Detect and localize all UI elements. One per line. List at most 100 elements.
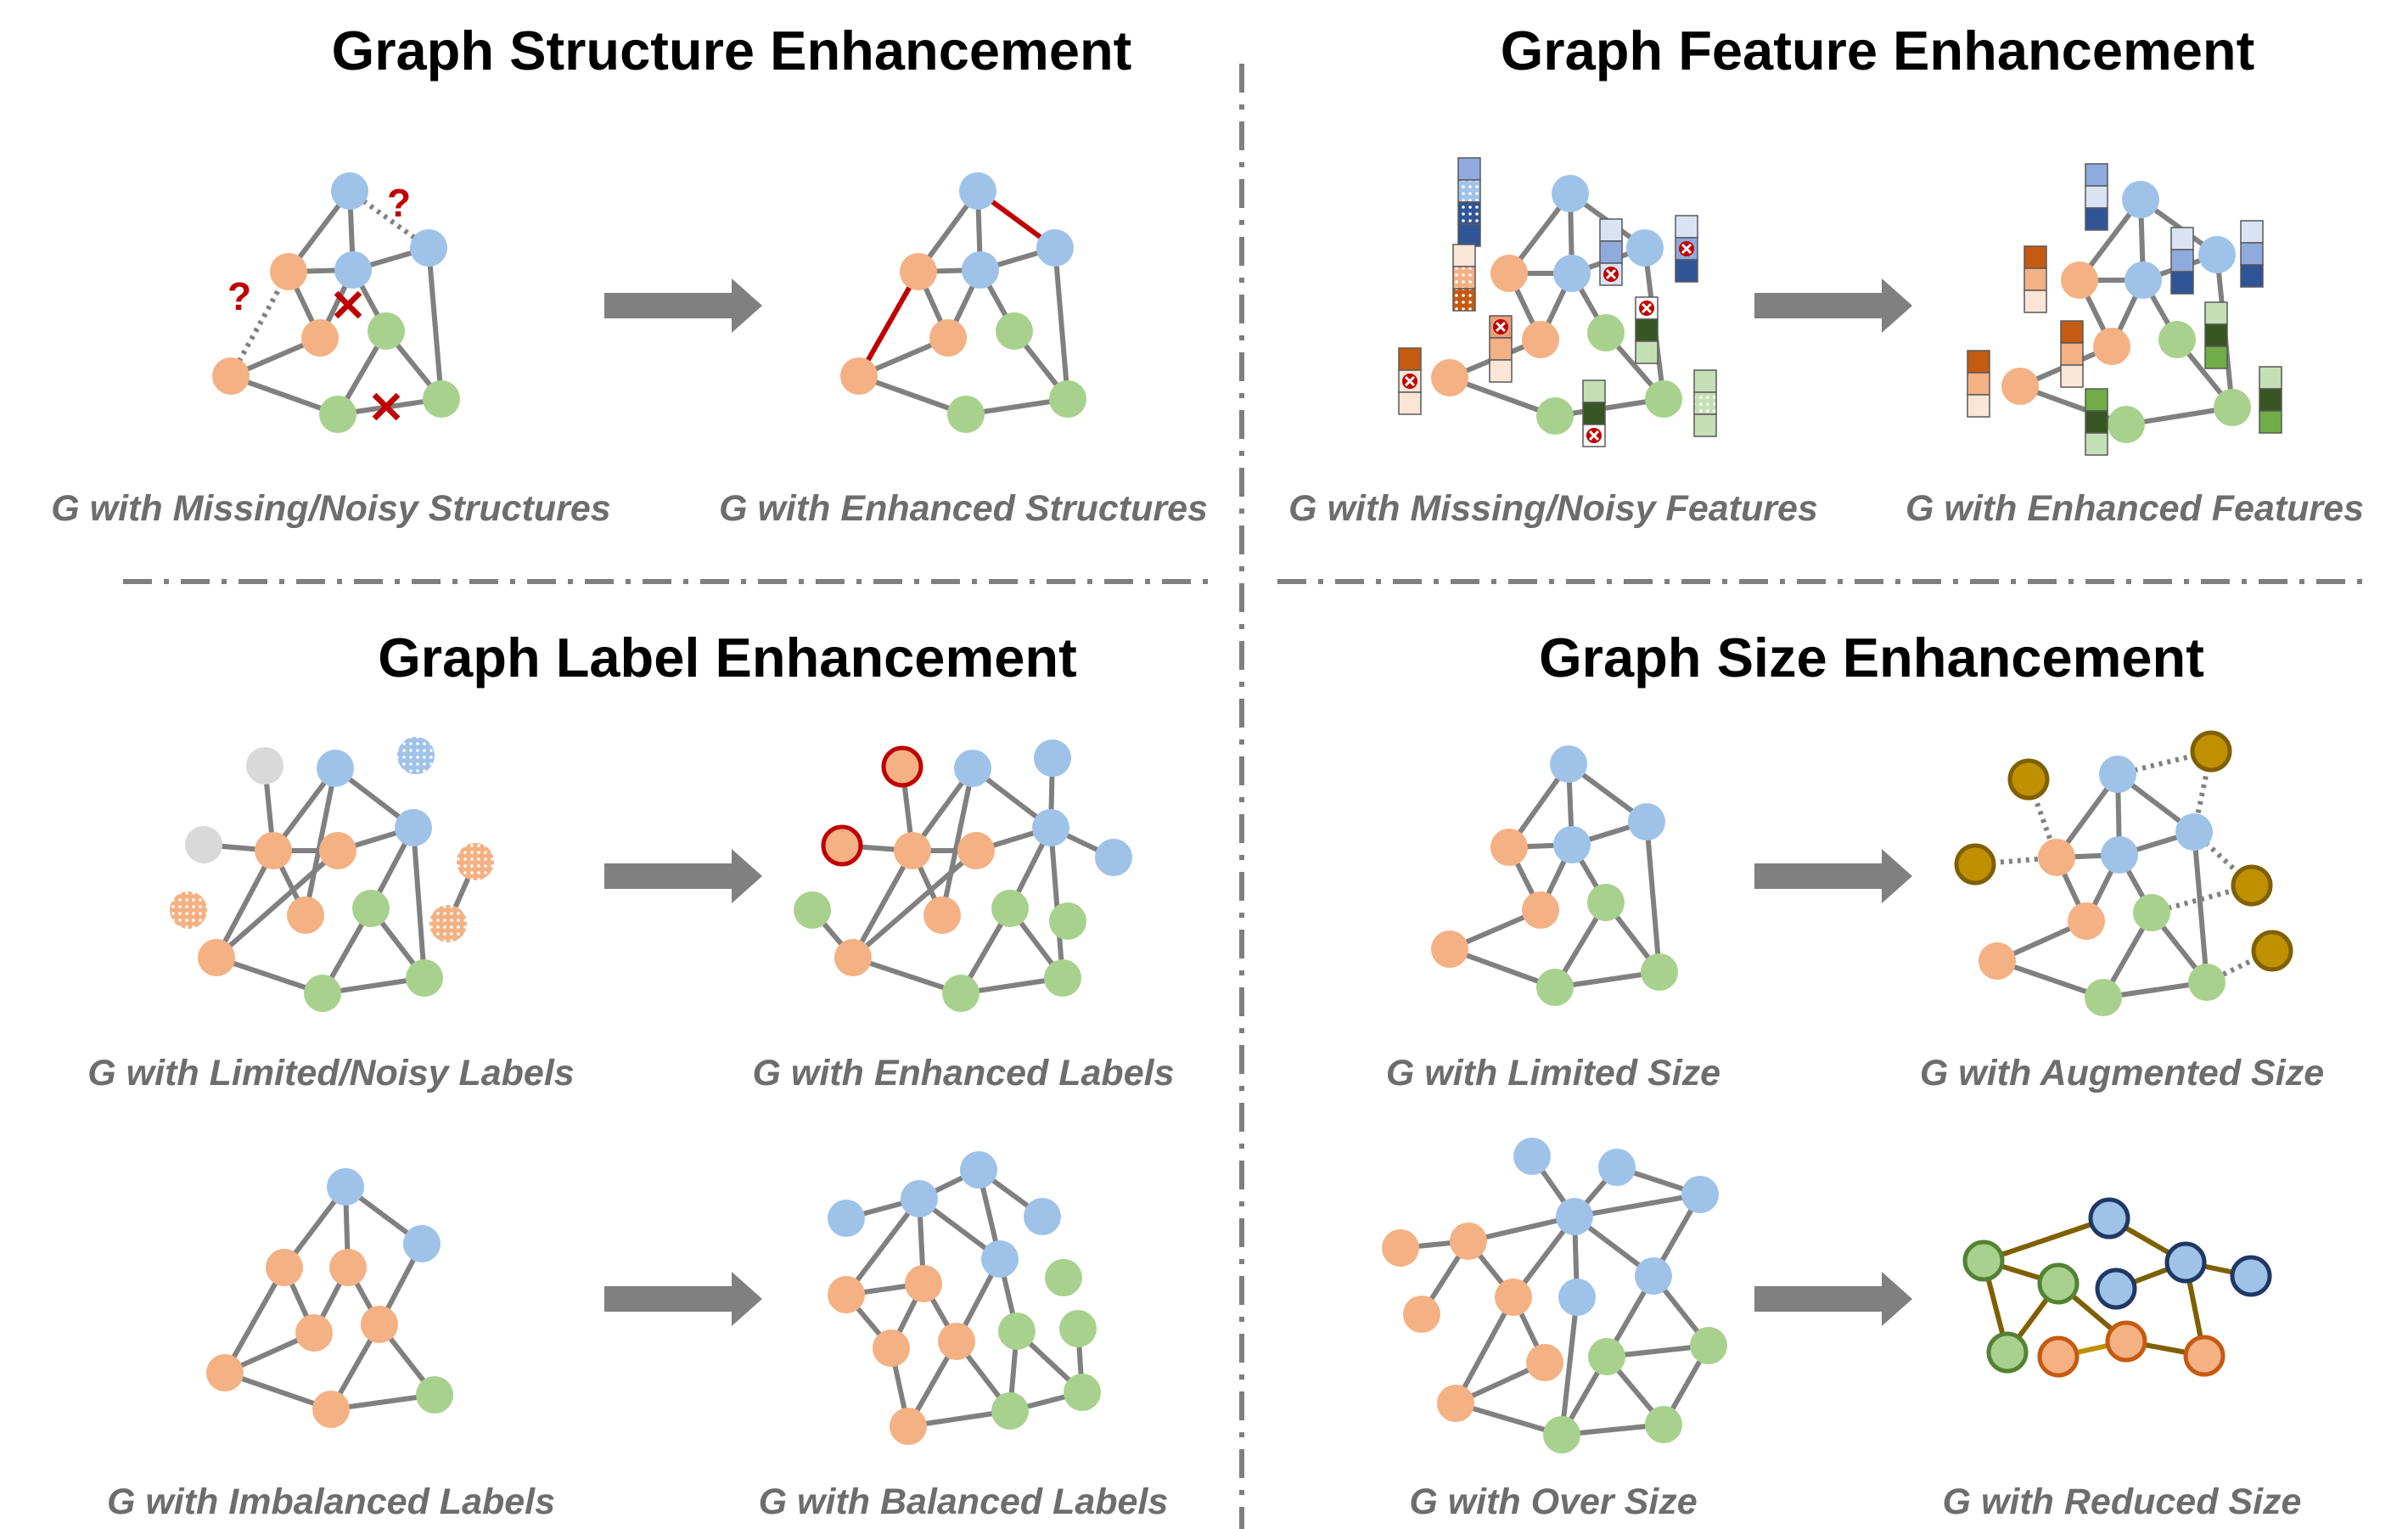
- green-node: [1587, 314, 1625, 351]
- feature-cell: [2060, 364, 2084, 388]
- feature-cell: [2024, 245, 2047, 269]
- noisy-edge-cross-mark: ✕: [368, 384, 405, 433]
- green-node: [2188, 964, 2226, 1001]
- orange-node: [266, 1249, 303, 1286]
- green-node: [942, 975, 979, 1012]
- feature-cell: [2085, 185, 2108, 209]
- green-node: [319, 396, 356, 433]
- orange-node: [1437, 1385, 1474, 1422]
- blue-node: [2099, 756, 2136, 793]
- green-node: [416, 1376, 453, 1414]
- graph-edge: [426, 247, 444, 400]
- supernode-green: [1986, 1331, 2029, 1374]
- feature-vectors: [1398, 157, 2282, 456]
- blue-node: [2175, 813, 2213, 851]
- noisy-blue-node: [397, 737, 435, 774]
- blue-node: [981, 1240, 1019, 1278]
- supernode-blue: [2095, 1268, 2137, 1310]
- blue-node: [2125, 261, 2162, 299]
- orange-node: [1526, 1344, 1563, 1381]
- green-node: [406, 959, 443, 997]
- green-node: [947, 396, 985, 433]
- arrow-icon: [1754, 278, 1912, 333]
- orange-node: [2038, 839, 2075, 876]
- feature-vector: [1693, 369, 1717, 437]
- feature-cell: [2024, 267, 2047, 291]
- missing-edge-question-mark: ?: [387, 181, 411, 225]
- feature-cell: [1675, 215, 1698, 239]
- green-node: [1588, 1338, 1625, 1375]
- supernode-green: [1962, 1240, 2005, 1282]
- structure-noise-marks: ? ? ✕ ✕: [227, 181, 411, 433]
- green-node: [1645, 380, 1682, 418]
- added-edge: [856, 270, 921, 378]
- orange-node: [923, 897, 961, 934]
- feature-cell: [1489, 359, 1513, 383]
- graph-edges: [203, 188, 2274, 1437]
- orange-node: [828, 1276, 865, 1313]
- graph-edge: [1644, 821, 1662, 973]
- feature-vector: [2204, 301, 2228, 369]
- graph-edge: [2018, 384, 2128, 427]
- title-label: Graph Label Enhancement: [378, 627, 1077, 689]
- blue-node: [1036, 229, 1074, 267]
- green-node: [998, 1313, 1036, 1350]
- blue-node: [1513, 1138, 1551, 1175]
- blue-node: [2198, 236, 2236, 273]
- graph-edge: [1048, 827, 1065, 979]
- dotted-edge: [228, 270, 291, 378]
- feature-cell: [1457, 179, 1481, 203]
- feature-cell: [1582, 379, 1606, 403]
- blue-node: [1681, 1176, 1719, 1213]
- graph-edge: [844, 1197, 922, 1296]
- feature-cell: [1457, 223, 1481, 247]
- green-node: [1690, 1327, 1727, 1364]
- feature-vector: [1675, 215, 1698, 283]
- caption-label-before: G with Limited/Noisy Labels: [87, 1053, 574, 1093]
- feature-cell: [1489, 337, 1513, 361]
- feature-cell: [1967, 350, 1990, 374]
- feature-vector: [2060, 320, 2084, 388]
- green-node: [1045, 1259, 1082, 1296]
- orange-node: [900, 253, 937, 290]
- feature-vector: [1457, 157, 1481, 247]
- feature-cell: [2204, 323, 2228, 347]
- orange-node: [1382, 1229, 1419, 1267]
- blue-node: [1095, 839, 1132, 876]
- green-node: [2214, 389, 2251, 426]
- blue-node: [331, 172, 368, 210]
- feature-cell: [2259, 388, 2282, 412]
- feature-vector: [1967, 350, 1990, 418]
- arrow-icon: [1754, 1272, 1912, 1326]
- feature-cell: [2060, 342, 2084, 366]
- supernode-orange: [2183, 1335, 2226, 1377]
- green-node: [1543, 1416, 1580, 1453]
- green-node: [2158, 321, 2196, 358]
- blue-node: [403, 1225, 441, 1262]
- feature-vector: [1398, 347, 1422, 415]
- blue-node: [1552, 175, 1589, 212]
- blue-node: [1034, 739, 1071, 777]
- feature-cell: [1452, 288, 1476, 312]
- orange-node: [890, 1408, 927, 1445]
- orange-node: [834, 939, 872, 976]
- blue-node: [954, 750, 991, 787]
- caption-structure-before: G with Missing/Noisy Structures: [51, 488, 610, 529]
- orange-node: [329, 1249, 367, 1286]
- graph-edge: [851, 848, 978, 960]
- graph-edge: [224, 1370, 332, 1412]
- feature-cell: [1675, 259, 1698, 283]
- green-node: [1645, 1406, 1682, 1443]
- orange-node: [938, 1323, 975, 1360]
- orange-node: [206, 1354, 244, 1391]
- graph-edge: [1453, 1296, 1516, 1405]
- title-feature: Graph Feature Enhancement: [1501, 20, 2255, 82]
- feature-vector: [1489, 315, 1513, 383]
- green-node: [352, 890, 390, 927]
- unlabeled-node: [185, 826, 222, 863]
- noisy-edge-cross-mark: ✕: [329, 282, 367, 331]
- blue-node: [1626, 229, 1664, 267]
- graph-edge: [850, 849, 915, 959]
- blue-node: [1024, 1198, 1061, 1235]
- feature-cell: [2060, 320, 2084, 344]
